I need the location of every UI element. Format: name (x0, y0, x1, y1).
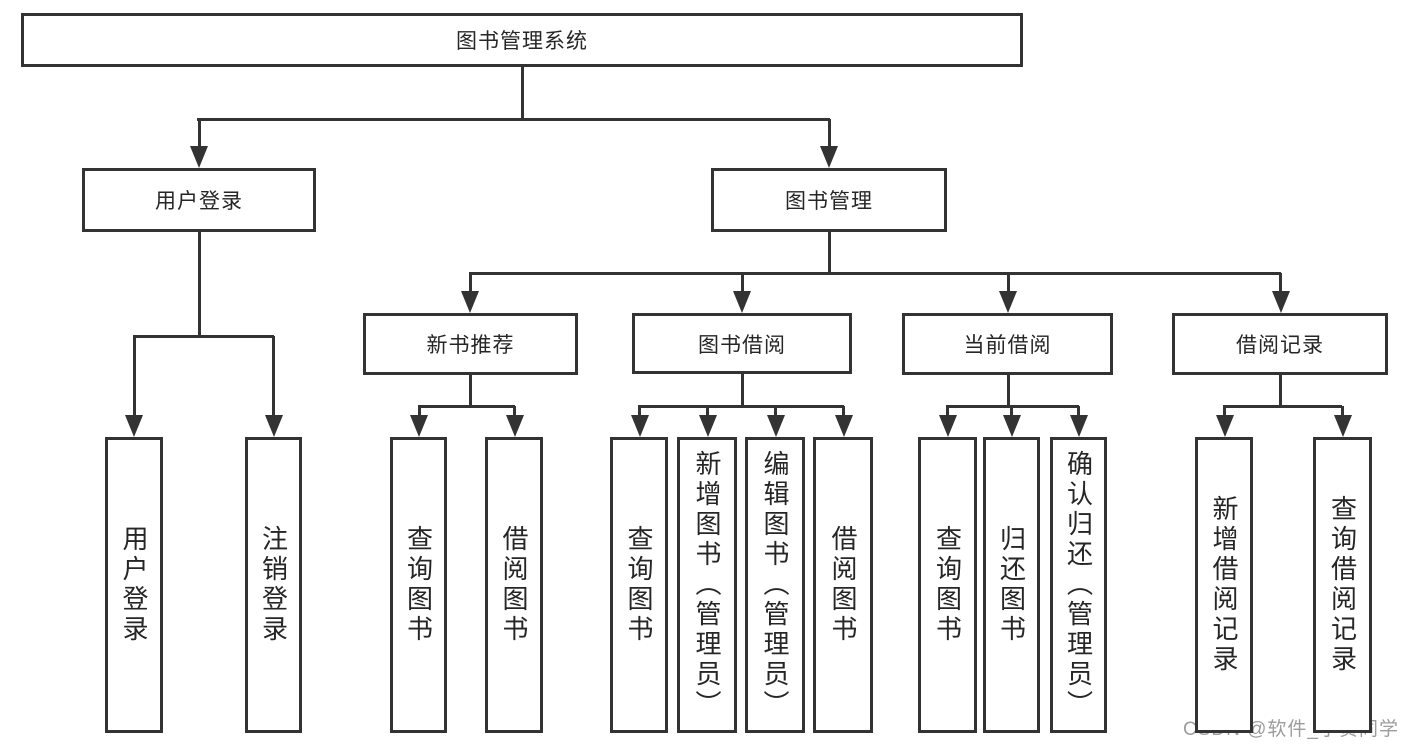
arrowhead-down-icon (999, 291, 1017, 313)
connector-line (133, 336, 136, 419)
node-leaf-borrow-book-1: 借阅图书 (485, 437, 543, 733)
connector-line (197, 118, 830, 121)
arrowhead-down-icon (506, 415, 524, 437)
node-label: 查询图书 (932, 525, 963, 645)
connector-line (774, 406, 777, 419)
connector-line (1007, 273, 1010, 296)
connector-line (469, 375, 472, 408)
arrowhead-down-icon (733, 291, 751, 313)
node-leaf-add-borrow-record: 新增借阅记录 (1195, 437, 1253, 733)
connector-line (1223, 405, 1342, 408)
node-label: 查询借阅记录 (1327, 495, 1358, 675)
arrowhead-down-icon (939, 415, 957, 437)
connector-line (1007, 375, 1010, 408)
arrowhead-down-icon (461, 291, 479, 313)
connector-line (272, 336, 275, 419)
node-user-login: 用户登录 (82, 168, 316, 232)
node-current-borrowing: 当前借阅 (902, 313, 1113, 375)
connector-line (469, 273, 472, 296)
arrowhead-down-icon (631, 415, 649, 437)
arrowhead-down-icon (1003, 415, 1021, 437)
node-new-book-recommend: 新书推荐 (363, 313, 578, 375)
node-borrowing-records: 借阅记录 (1172, 313, 1388, 375)
node-leaf-query-book-2: 查询图书 (610, 437, 668, 733)
connector-line (741, 374, 744, 408)
node-label: 新增借阅记录 (1209, 495, 1239, 675)
node-label: 确认归还（管理员） (1063, 450, 1094, 720)
node-label: 查询图书 (624, 525, 654, 645)
arrowhead-down-icon (1334, 415, 1352, 437)
connector-line (1223, 406, 1226, 419)
connector-line (946, 406, 949, 419)
node-leaf-query-book-1: 查询图书 (390, 437, 447, 733)
node-leaf-borrow-book-2: 借阅图书 (813, 437, 873, 733)
node-label: 归还图书 (996, 525, 1027, 645)
connector-line (638, 406, 641, 419)
node-system-root: 图书管理系统 (21, 13, 1023, 67)
connector-line (638, 405, 844, 408)
arrowhead-down-icon (1216, 415, 1234, 437)
connector-line (842, 406, 845, 419)
connector-line (741, 273, 744, 296)
node-label: 查询图书 (403, 525, 434, 645)
arrowhead-down-icon (265, 415, 283, 437)
node-label: 新增图书（管理员） (692, 450, 722, 720)
node-book-management: 图书管理 (711, 168, 947, 232)
arrowhead-down-icon (1070, 415, 1088, 437)
connector-line (469, 272, 1281, 275)
arrowhead-down-icon (820, 146, 838, 168)
node-leaf-edit-book-admin: 编辑图书（管理员） (745, 437, 805, 733)
connector-line (198, 232, 201, 338)
node-label: 图书管理 (785, 190, 873, 213)
node-leaf-logout: 注销登录 (245, 437, 302, 733)
arrowhead-down-icon (410, 415, 428, 437)
node-label: 借阅图书 (499, 525, 529, 645)
connector-line (1010, 406, 1013, 419)
connector-line (1077, 406, 1080, 419)
connector-line (198, 119, 201, 150)
connector-line (521, 67, 524, 121)
connector-line (1341, 406, 1344, 419)
connector-line (133, 335, 274, 338)
arrowhead-down-icon (835, 415, 853, 437)
arrowhead-down-icon (1272, 291, 1290, 313)
node-leaf-confirm-return: 确认归还（管理员） (1050, 437, 1107, 733)
node-label: 用户登录 (155, 190, 243, 213)
connector-line (828, 119, 831, 150)
arrowhead-down-icon (699, 415, 717, 437)
connector-line (706, 406, 709, 419)
node-label: 用户登录 (119, 525, 149, 645)
connector-line (1279, 273, 1282, 296)
connector-line (418, 406, 421, 419)
node-label: 新书推荐 (426, 334, 515, 357)
node-label: 图书借阅 (698, 333, 786, 357)
node-label: 当前借阅 (963, 334, 1052, 357)
arrowhead-down-icon (190, 146, 208, 168)
node-leaf-query-borrow-record: 查询借阅记录 (1313, 437, 1372, 733)
node-leaf-add-book-admin: 新增图书（管理员） (677, 437, 737, 733)
connector-line (1279, 375, 1282, 408)
connector-line (418, 405, 515, 408)
connector-line (513, 406, 516, 419)
arrowhead-down-icon (125, 415, 143, 437)
node-book-borrowing: 图书借阅 (632, 313, 852, 374)
node-leaf-user-login: 用户登录 (105, 437, 163, 733)
node-label: 借阅记录 (1236, 334, 1324, 357)
node-leaf-return-book: 归还图书 (983, 437, 1040, 733)
arrowhead-down-icon (767, 415, 785, 437)
node-label: 编辑图书（管理员） (760, 450, 790, 720)
node-leaf-query-book-3: 查询图书 (918, 437, 977, 733)
node-label: 图书管理系统 (456, 30, 588, 53)
connector-line (828, 232, 831, 275)
node-label: 借阅图书 (828, 525, 858, 645)
node-label: 注销登录 (258, 525, 289, 645)
